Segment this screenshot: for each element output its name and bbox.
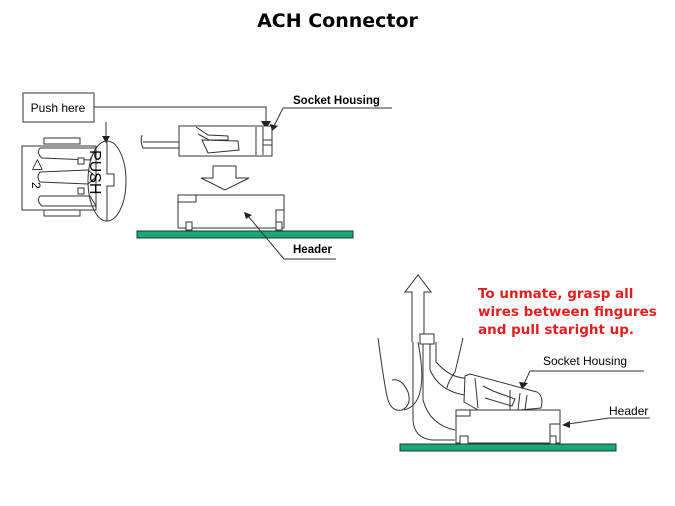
header-label-top: Header [293,244,333,256]
socket-housing-leader-bottom [523,370,644,385]
socket-housing-label-top: Socket Housing [293,95,380,107]
socket-housing-label-bottom: Socket Housing [543,354,627,368]
push-text: PUSH [86,150,103,194]
header-body-bottom [455,409,561,444]
header-body [177,194,285,229]
bottom-diagram: To unmate, grasp all wires between fingu… [377,274,657,452]
pcb-board-top [136,230,354,239]
pin-number-marker: 2 [29,182,43,189]
page-title: ACH Connector [257,10,418,32]
socket-housing-top [140,125,273,157]
socket-housing-bottom [463,373,543,411]
instruction-line-3: and pull staright up. [478,322,634,338]
wire-2 [429,342,467,396]
triangle-marker: △ [32,155,43,171]
top-diagram: Push here △ 2 PUSH [21,92,392,260]
header-label-bottom: Header [609,404,648,418]
header-leader-top [247,215,336,260]
push-down-arrow-icon [102,136,110,143]
header-top [177,194,285,231]
push-arrow-icon [261,121,271,129]
push-here-callout: Push here [22,92,271,143]
header-bottom [455,409,561,445]
wire-1 [412,342,455,441]
mating-down-arrow-icon [200,165,250,191]
header-leader-bottom [567,417,650,425]
finger-right [446,337,464,389]
finger-left [377,337,410,411]
pcb-board-bottom [399,443,617,452]
pull-up-arrow-icon [403,274,433,342]
socket-housing-leader-top [273,107,392,127]
push-here-label: Push here [31,101,86,115]
instruction-line-2: wires between fingures [478,304,657,320]
push-here-leader-line [94,106,267,122]
instruction-line-1: To unmate, grasp all [478,286,633,302]
connector-front-view: △ 2 PUSH [21,137,127,222]
